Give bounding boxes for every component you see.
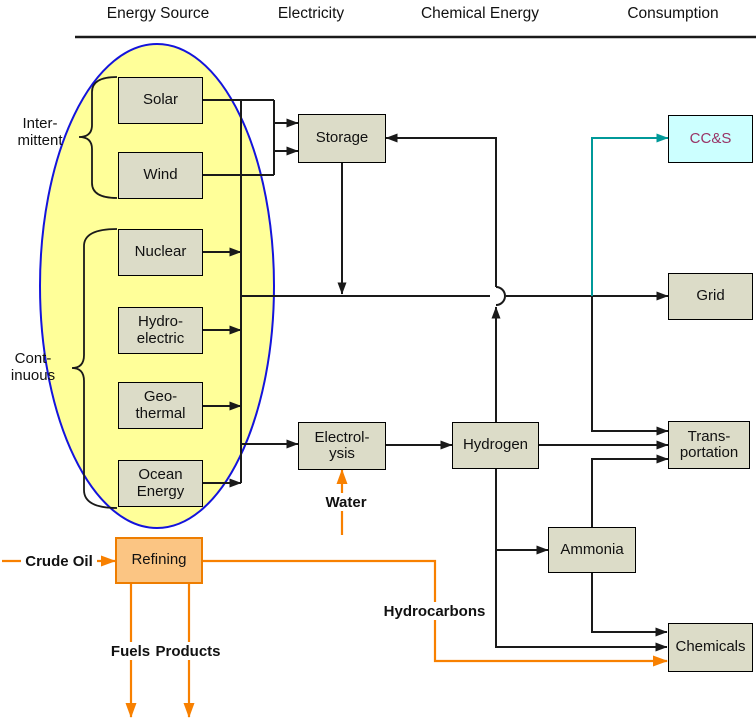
water-label: Water xyxy=(320,493,372,511)
header-energy-source: Energy Source xyxy=(106,5,210,22)
arrow-ammonia-to-chemicals xyxy=(591,573,668,637)
intermittent-label: Inter- mittent xyxy=(17,115,63,149)
arrow-hydrogen-to-storage xyxy=(385,133,497,287)
node-refining: Refining xyxy=(115,537,203,584)
node-storage: Storage xyxy=(298,114,386,163)
continuous-brace xyxy=(71,228,118,509)
arrow-electricity-to-transportation xyxy=(591,296,669,436)
header-consumption: Consumption xyxy=(627,5,719,22)
node-nuclear: Nuclear xyxy=(118,229,203,276)
products-label: Products xyxy=(152,642,224,660)
crude-oil-label: Crude Oil xyxy=(21,552,97,570)
node-geothermal: Geo- thermal xyxy=(118,382,203,429)
line-jump-over-gridline xyxy=(495,286,506,306)
arrow-ammonia-to-transportation xyxy=(591,454,669,527)
fuels-label: Fuels xyxy=(107,642,154,660)
node-chemicals: Chemicals xyxy=(668,623,753,672)
header-chemical-energy: Chemical Energy xyxy=(420,5,540,22)
header-electricity: Electricity xyxy=(277,5,345,22)
arrow-hydrogen-to-chemicals xyxy=(495,469,668,652)
node-ccs: CC&S xyxy=(668,115,753,163)
node-hydrogen: Hydrogen xyxy=(452,422,539,469)
node-wind: Wind xyxy=(118,152,203,199)
node-ammonia: Ammonia xyxy=(548,527,636,573)
continuous-label: Cont- inuous xyxy=(10,350,56,384)
hydrocarbons-label: Hydrocarbons xyxy=(379,602,490,620)
node-solar: Solar xyxy=(118,77,203,124)
node-grid: Grid xyxy=(668,273,753,320)
node-transportation: Trans- portation xyxy=(668,421,750,469)
arrow-electricity-to-ccs xyxy=(591,133,669,296)
node-electrolysis: Electrol- ysis xyxy=(298,422,386,470)
node-ocean-energy: Ocean Energy xyxy=(118,460,203,507)
intermittent-brace xyxy=(78,76,118,199)
node-hydroelectric: Hydro- electric xyxy=(118,307,203,354)
